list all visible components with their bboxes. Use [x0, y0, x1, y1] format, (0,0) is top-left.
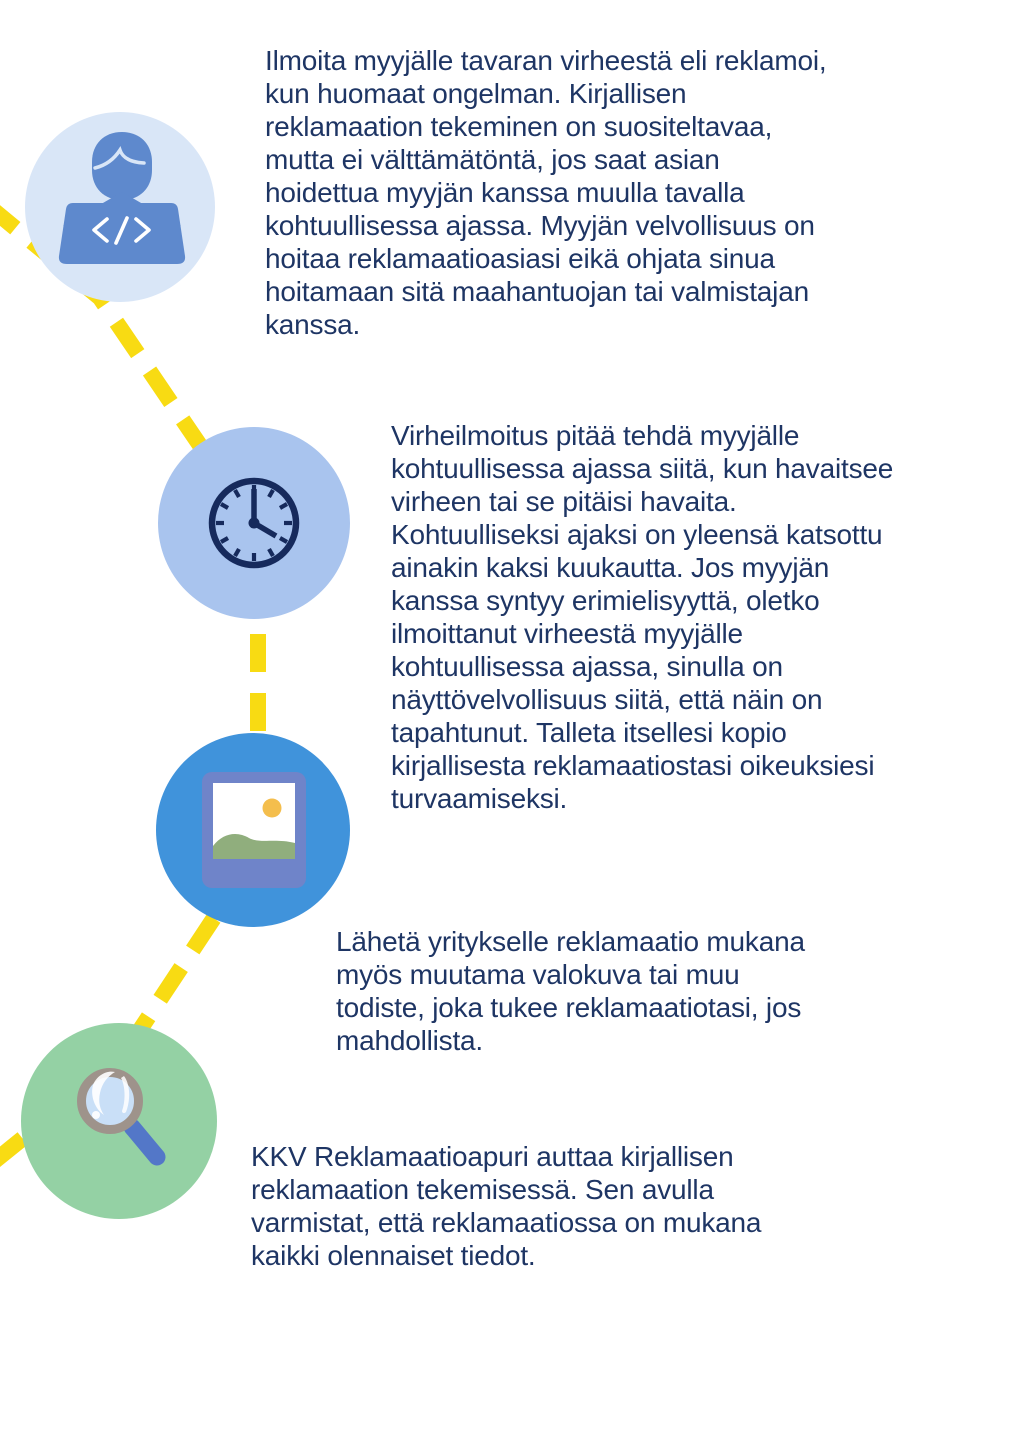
- step-2-text: Virheilmoitus pitää tehdä myyjälle kohtu…: [391, 420, 894, 814]
- person-at-laptop-icon: [58, 132, 186, 264]
- step-3-circle: [156, 733, 350, 927]
- magnifying-glass-icon: [77, 1068, 166, 1166]
- step-4-circle: [21, 1023, 217, 1219]
- step-2-circle: [158, 427, 350, 619]
- step-4-text: KKV Reklamaatioapuri auttaa kirjallisen …: [251, 1141, 762, 1271]
- clock-icon: [208, 477, 300, 569]
- photo-icon: [202, 772, 306, 888]
- step-3-text: Lähetä yritykselle reklamaatio mukana my…: [336, 926, 805, 1056]
- step-1-circle: [25, 112, 215, 302]
- step-1-text: Ilmoita myyjälle tavaran virheestä eli r…: [265, 45, 827, 340]
